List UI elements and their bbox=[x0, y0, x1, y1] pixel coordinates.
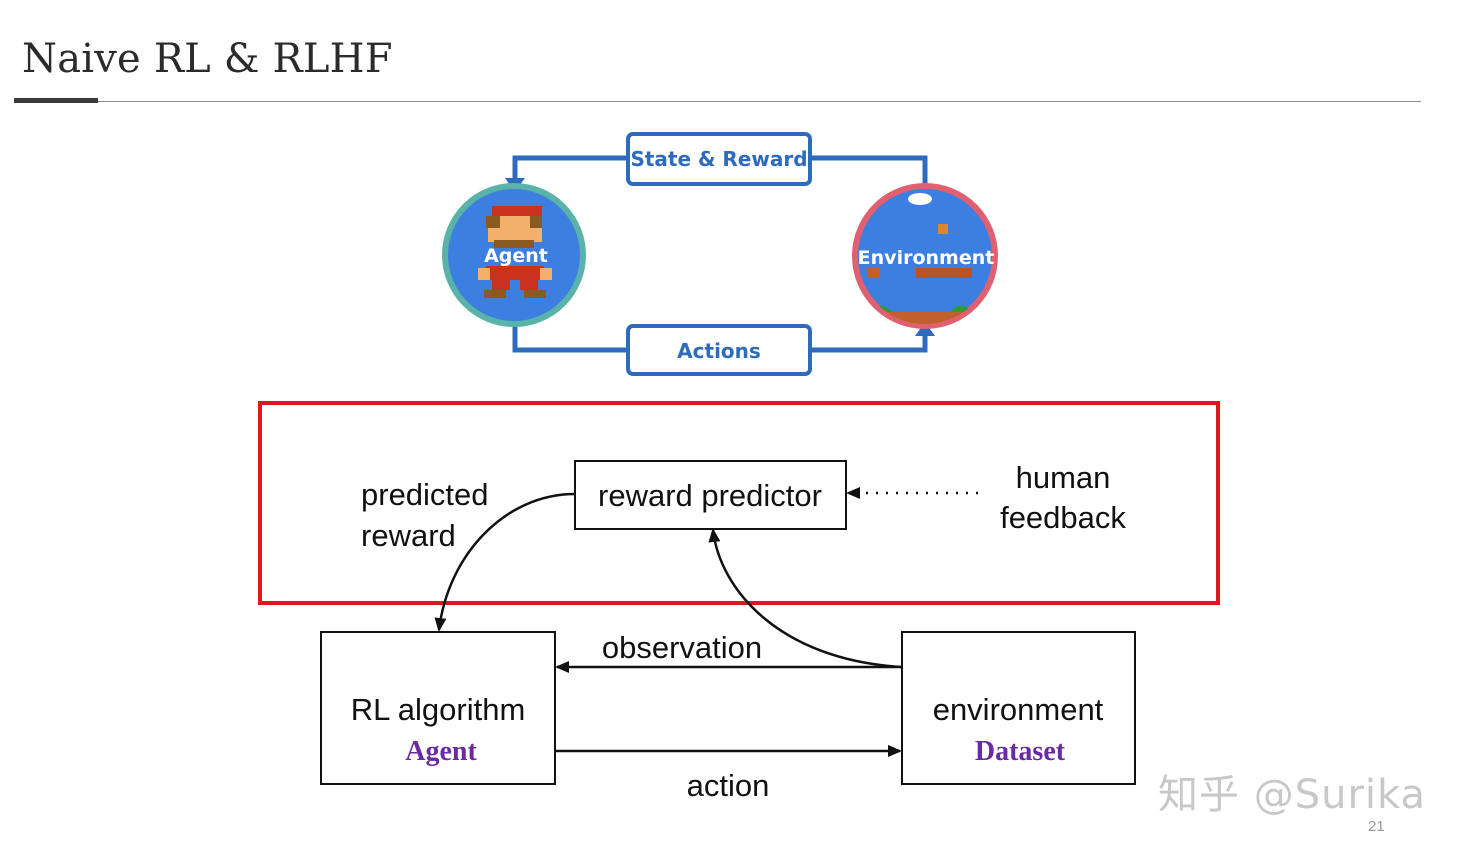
action-label: action bbox=[687, 768, 770, 803]
environment-box: environment Dataset bbox=[901, 631, 1136, 785]
rlhf-diagram: reward predictor human feedback predicte… bbox=[258, 401, 1220, 803]
actions-label: Actions bbox=[677, 339, 761, 363]
page-number: 21 bbox=[1368, 818, 1385, 835]
human-feedback-label-line2: feedback bbox=[1000, 500, 1126, 535]
rl-algorithm-box: RL algorithm Agent bbox=[320, 631, 556, 785]
predicted-reward-arrow bbox=[434, 492, 576, 632]
mario-icon bbox=[478, 206, 552, 298]
reward-predictor-label: reward predictor bbox=[598, 478, 822, 513]
dataset-role-label: Dataset bbox=[975, 736, 1066, 767]
state-reward-box: State & Reward bbox=[626, 132, 812, 186]
rl-loop: State & Reward Actions Age bbox=[442, 132, 998, 376]
actions-box: Actions bbox=[626, 324, 812, 376]
watermark: 知乎 @Surika bbox=[1158, 772, 1426, 818]
agent-node: Agent bbox=[442, 183, 586, 327]
reward-model-highlight bbox=[258, 401, 1220, 605]
environment-node: Environment bbox=[852, 183, 998, 329]
env-to-predictor-arrow bbox=[708, 528, 903, 669]
agent-role-label: Agent bbox=[405, 736, 477, 767]
state-reward-label: State & Reward bbox=[630, 147, 807, 171]
human-feedback-label-line1: human bbox=[1016, 460, 1111, 495]
title-divider bbox=[14, 101, 1421, 102]
actions-arrow bbox=[512, 326, 928, 353]
rl-algorithm-label: RL algorithm bbox=[351, 692, 526, 727]
environment-label: Environment bbox=[858, 247, 995, 269]
observation-label: observation bbox=[602, 630, 762, 665]
predicted-reward-label-line1: predicted bbox=[361, 477, 489, 512]
title-accent-bar bbox=[14, 98, 98, 103]
predicted-reward-label-line2: reward bbox=[361, 518, 456, 553]
reward-predictor-box: reward predictor bbox=[574, 460, 847, 530]
slide-title: Naive RL & RLHF bbox=[22, 36, 393, 82]
environment-box-label: environment bbox=[933, 692, 1104, 727]
state-reward-arrow bbox=[512, 155, 928, 186]
agent-label: Agent bbox=[484, 245, 548, 267]
